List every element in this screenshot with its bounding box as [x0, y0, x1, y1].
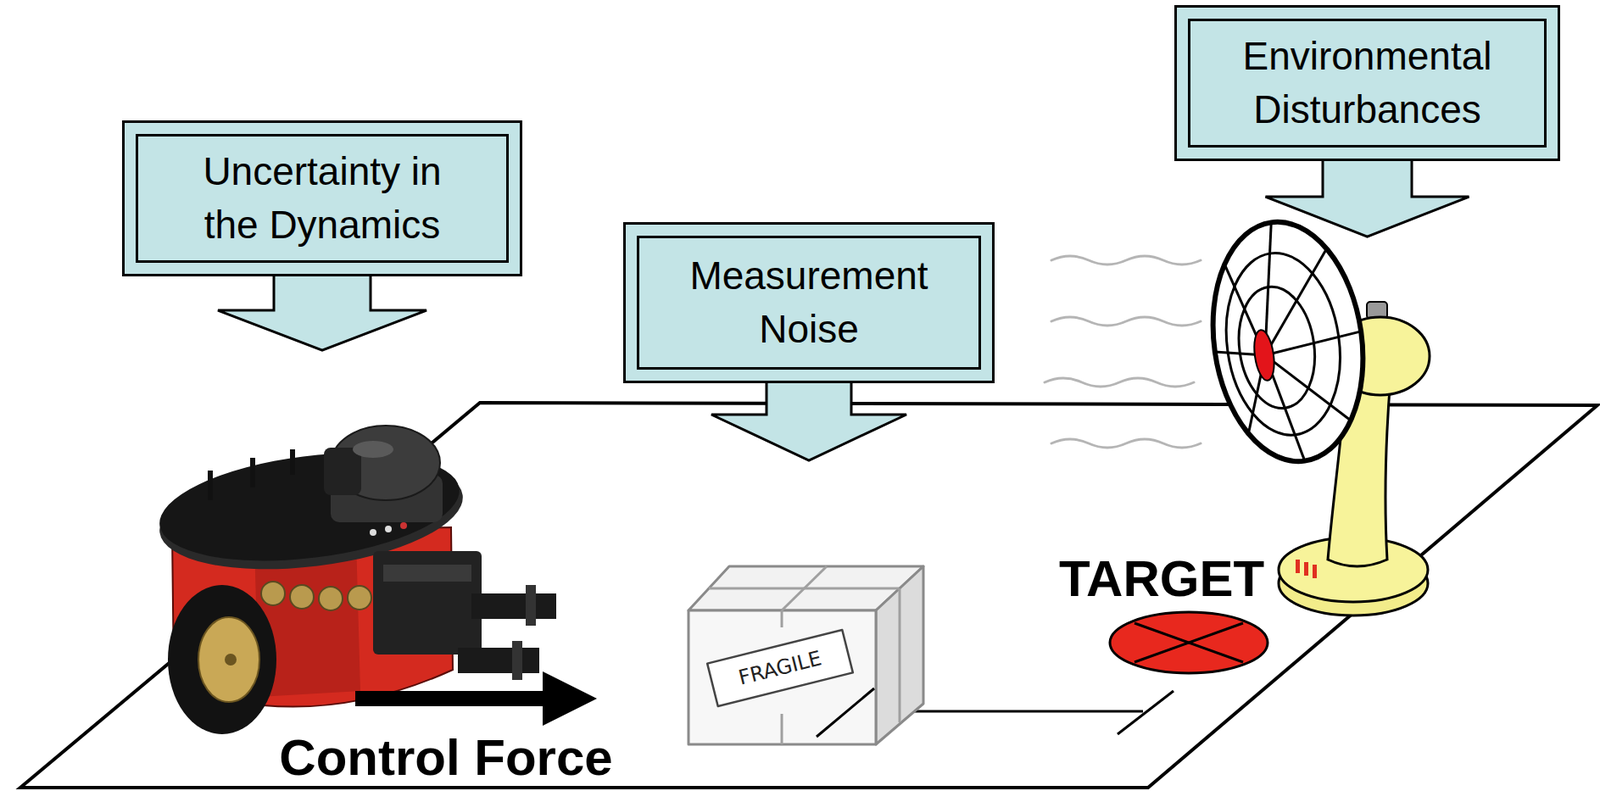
- box-tape: [708, 587, 899, 591]
- box-tape: [898, 588, 902, 723]
- panel-button: [384, 525, 392, 533]
- wind-lines: [1044, 256, 1201, 448]
- callout-pointer: [1265, 159, 1470, 237]
- fan-button: [1312, 564, 1317, 579]
- wheel-hub: [198, 617, 260, 703]
- target-marker: [1109, 612, 1268, 674]
- fan-button: [1295, 559, 1300, 574]
- target-label: TARGET: [1059, 553, 1265, 605]
- callout-box: Uncertainty in the Dynamics: [122, 120, 523, 277]
- antenna: [289, 449, 296, 475]
- fan-rim: [1198, 211, 1378, 471]
- sonar-disc: [347, 585, 372, 610]
- fan-button: [1304, 562, 1309, 576]
- antenna: [250, 457, 256, 488]
- path-tick: [816, 688, 875, 737]
- camera-lens: [323, 447, 362, 496]
- callout-inner-frame: Measurement Noise: [636, 235, 982, 370]
- callout-inner-frame: Uncertainty in the Dynamics: [135, 133, 509, 263]
- callout-box: Environmental Disturbances: [1174, 5, 1561, 162]
- callout-pointer: [217, 274, 427, 351]
- callout-pointer: [711, 381, 907, 461]
- box-front: [688, 610, 876, 745]
- fan-spoke: [1263, 331, 1363, 356]
- fragile-sticker: [707, 629, 853, 707]
- wind-line: [1044, 378, 1194, 387]
- force-arrow-head: [542, 671, 597, 726]
- sonar-disc: [289, 585, 314, 609]
- path-tick: [1117, 691, 1174, 735]
- box-tape: [780, 713, 784, 745]
- gripper-paddle: [512, 641, 523, 681]
- wheel-axle: [224, 653, 237, 666]
- wind-line: [1051, 439, 1201, 448]
- target-disc: [1109, 612, 1268, 674]
- path-lines: [816, 688, 875, 737]
- callout-box: Measurement Noise: [623, 222, 995, 384]
- robot: [153, 425, 557, 735]
- callout-text: Environmental Disturbances: [1232, 29, 1504, 137]
- wind-line: [1051, 317, 1201, 326]
- fan-hub: [1251, 328, 1277, 382]
- wind-line: [1051, 256, 1201, 265]
- fan-head: [1198, 211, 1378, 471]
- callout-inner-frame: Environmental Disturbances: [1187, 18, 1547, 148]
- force-label: Control Force: [278, 732, 613, 784]
- callout-text: Measurement Noise: [664, 249, 954, 357]
- fragile-box: [688, 566, 924, 745]
- box-side: [875, 566, 924, 745]
- force-arrow: [355, 671, 597, 726]
- box-tape: [780, 610, 784, 628]
- target-cross: [1134, 623, 1244, 663]
- gripper-finger: [471, 593, 557, 619]
- camera-highlight: [352, 440, 394, 458]
- antenna: [207, 470, 213, 501]
- target-cross: [1134, 623, 1244, 663]
- panel-button: [369, 529, 377, 536]
- sonar-disc: [261, 581, 285, 606]
- fan-grille: [1231, 281, 1322, 413]
- panel-button: [400, 522, 407, 530]
- fan-grille: [1215, 245, 1352, 443]
- callout-text: Uncertainty in the Dynamics: [195, 144, 450, 252]
- gripper-paddle: [525, 585, 536, 626]
- gripper-finger: [457, 647, 540, 674]
- gripper-frame: [373, 551, 482, 655]
- force-arrow-shaft: [355, 691, 547, 707]
- sonar-disc: [318, 586, 343, 611]
- gripper-detail: [383, 564, 472, 582]
- wheel-tire: [167, 585, 277, 735]
